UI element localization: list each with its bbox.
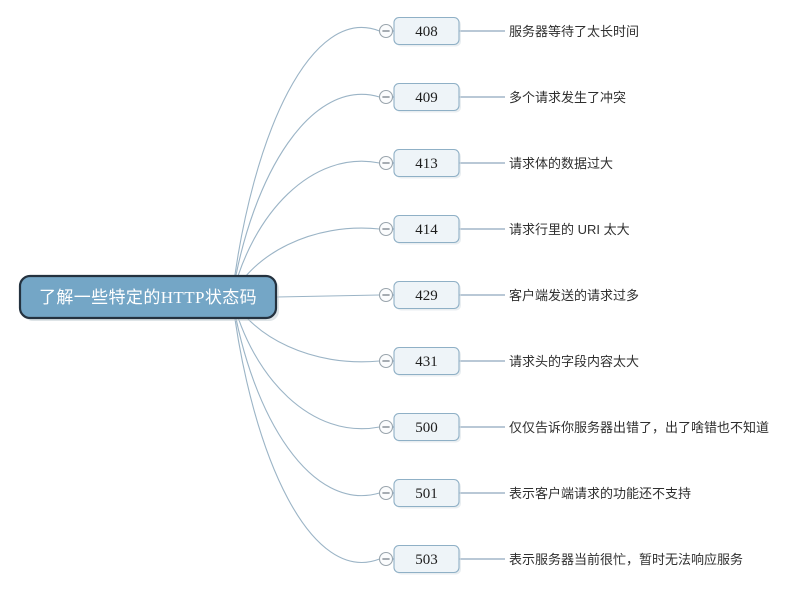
collapse-minus-icon[interactable] (378, 287, 394, 303)
topic-node-code: 503 (415, 552, 438, 568)
topic-description: 请求体的数据过大 (509, 156, 613, 171)
collapse-minus-icon[interactable] (378, 551, 394, 567)
topic-node[interactable]: 414 请求行里的 URI 太大 (378, 214, 630, 245)
collapse-minus-icon[interactable] (378, 155, 394, 171)
topic-description: 客户端发送的请求过多 (509, 288, 639, 303)
topic-description: 多个请求发生了冲突 (509, 90, 626, 105)
branch-curve (231, 296, 380, 496)
topic-node[interactable]: 408 服务器等待了太长时间 (378, 16, 640, 47)
topic-description: 表示服务器当前很忙，暂时无法响应服务 (509, 552, 743, 567)
collapse-minus-icon[interactable] (378, 221, 394, 237)
topic-nodes-group: 408 服务器等待了太长时间 409 多个请求发生了冲突 413 请求体的数据过大 414 请… (378, 16, 770, 575)
topic-node-code: 501 (415, 486, 438, 502)
topic-node[interactable]: 503 表示服务器当前很忙，暂时无法响应服务 (378, 544, 744, 575)
branch-line (276, 294, 380, 298)
topic-node-code: 500 (415, 420, 438, 436)
topic-description: 仅仅告诉你服务器出错了，出了啥错也不知道 (509, 420, 769, 435)
topic-node-code: 408 (415, 24, 438, 40)
branch-curve (231, 296, 380, 430)
topic-node[interactable]: 431 请求头的字段内容太大 (378, 346, 640, 377)
root-node[interactable]: 了解一些特定的HTTP状态码 (18, 274, 279, 321)
topic-node[interactable]: 500 仅仅告诉你服务器出错了，出了啥错也不知道 (378, 412, 770, 443)
topic-node-code: 429 (415, 288, 438, 304)
topic-node[interactable]: 429 客户端发送的请求过多 (378, 280, 640, 311)
topic-node[interactable]: 413 请求体的数据过大 (378, 148, 614, 179)
branch-curve (231, 26, 380, 298)
topic-node-code: 413 (415, 156, 438, 172)
collapse-minus-icon[interactable] (378, 353, 394, 369)
branch-curve (231, 93, 380, 298)
topic-node[interactable]: 409 多个请求发生了冲突 (378, 82, 627, 113)
collapse-minus-icon[interactable] (378, 419, 394, 435)
topic-node-code: 409 (415, 90, 438, 106)
root-node-label: 了解一些特定的HTTP状态码 (39, 288, 257, 307)
topic-description: 请求行里的 URI 太大 (509, 222, 630, 237)
topic-description: 服务器等待了太长时间 (509, 24, 639, 39)
topic-node-code: 414 (415, 222, 438, 238)
collapse-minus-icon[interactable] (378, 485, 394, 501)
leaf-connector-group (459, 30, 505, 560)
branch-curve (231, 296, 380, 563)
topic-node[interactable]: 501 表示客户端请求的功能还不支持 (378, 478, 692, 509)
collapse-minus-icon[interactable] (378, 89, 394, 105)
topic-description: 表示客户端请求的功能还不支持 (509, 486, 691, 501)
topic-description: 请求头的字段内容太大 (509, 354, 639, 369)
collapse-minus-icon[interactable] (378, 23, 394, 39)
branch-curve (231, 160, 380, 298)
topic-node-code: 431 (415, 354, 438, 370)
root-node-box[interactable] (18, 274, 278, 320)
